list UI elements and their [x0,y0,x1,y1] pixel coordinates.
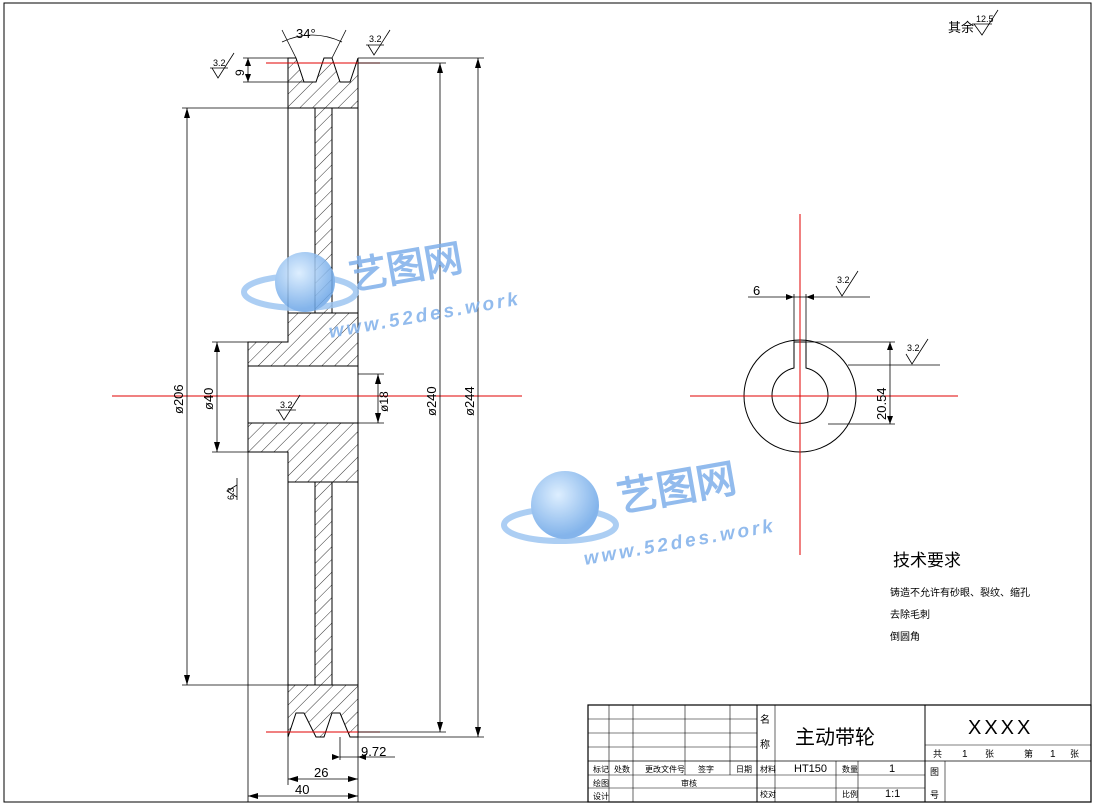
other-roughness-note: 其余 12.5 [948,9,999,36]
watermark-logo-2: 艺图网 www.52des.work [501,456,777,570]
material-value: HT150 [794,763,827,775]
label-fig-1: 图 [930,767,939,778]
label-sheet-no: 第 [1024,748,1033,760]
label-date: 日期 [736,765,752,774]
label-design: 设计 [593,791,609,801]
roughness-3-2-left: 3.2 [213,58,226,68]
quantity-value: 1 [889,763,895,775]
sheet-border [3,2,1092,803]
watermark-brand-1: 艺图网 [346,236,466,299]
roughness-3-2-keyway: 3.2 [907,343,920,353]
dim-groove-angle: 34° [296,26,316,41]
label-fig-2: 号 [930,790,939,801]
tech-requirements: 技术要求 铸造不允许有砂眼、裂纹、缩孔 去除毛刺 倒圆角 [890,551,1030,643]
dim-d244: ø244 [462,386,477,416]
total-sheets: 1 [962,749,968,760]
hub-end-view: 6 20.54 3.2 3.2 [690,214,958,555]
tech-requirement-1: 铸造不允许有砂眼、裂纹、缩孔 [890,586,1030,599]
tech-requirement-2: 去除毛刺 [890,608,930,621]
label-check: 校对 [760,789,776,799]
watermark-url-2: www.52des.work [582,515,777,569]
roughness-3-2-key: 3.2 [837,275,850,285]
title-label-name-2: 称 [760,738,770,751]
watermark-brand-2: 艺图网 [614,456,740,522]
drawing-number: XXXX [968,717,1033,739]
section-view: 34° 9 ø206 ø40 ø18 ø240 ø244 9.72 26 40 … [112,26,522,802]
dim-d18: ø18 [377,391,391,412]
other-roughness-value: 12.5 [976,14,994,24]
label-material: 材料 [760,764,776,774]
lower-web [314,481,333,686]
watermark-logo-1: 艺图网 www.52des.work [241,236,522,343]
dim-offset-9-72: 9.72 [361,744,386,759]
label-scale: 比例 [842,789,858,799]
dim-d206: ø206 [171,384,186,414]
roughness-6-3: 6.3 [226,487,236,500]
label-quantity: 数量 [842,764,858,774]
title-label-name-1: 名 [760,713,770,726]
roughness-3-2-bore: 3.2 [280,400,293,410]
label-change-doc: 更改文件号 [645,764,685,774]
title-block: 名 称 主动带轮 XXXX 共 1 张 第 1 张 标记 处数 更改文件号 签字… [587,704,1092,803]
tech-requirement-3: 倒圆角 [890,631,920,643]
lower-hub [247,422,359,483]
top-rim [287,57,359,109]
label-review: 审核 [681,778,697,788]
tech-requirements-title: 技术要求 [893,551,961,571]
label-sheets: 张 [985,749,994,760]
other-roughness-label: 其余 [948,20,974,36]
scale-value: 1:1 [885,788,900,800]
label-count: 处数 [614,764,630,774]
dim-key-height: 20.54 [874,387,889,420]
dim-d40: ø40 [201,388,216,410]
dim-width-26: 26 [314,765,328,780]
label-total: 共 [933,749,942,760]
label-sign: 签字 [698,764,714,774]
label-draw: 绘图 [593,778,609,788]
dim-key-width: 6 [753,283,760,298]
part-name: 主动带轮 [795,725,875,749]
roughness-3-2-top: 3.2 [369,34,382,44]
dim-width-40: 40 [295,782,309,797]
bottom-rim [287,684,359,738]
sheet-number: 1 [1050,749,1056,760]
label-sheet-unit: 张 [1070,749,1079,760]
dim-d240: ø240 [424,386,439,416]
label-mark: 标记 [593,764,609,774]
dim-groove-depth: 9 [233,69,247,76]
